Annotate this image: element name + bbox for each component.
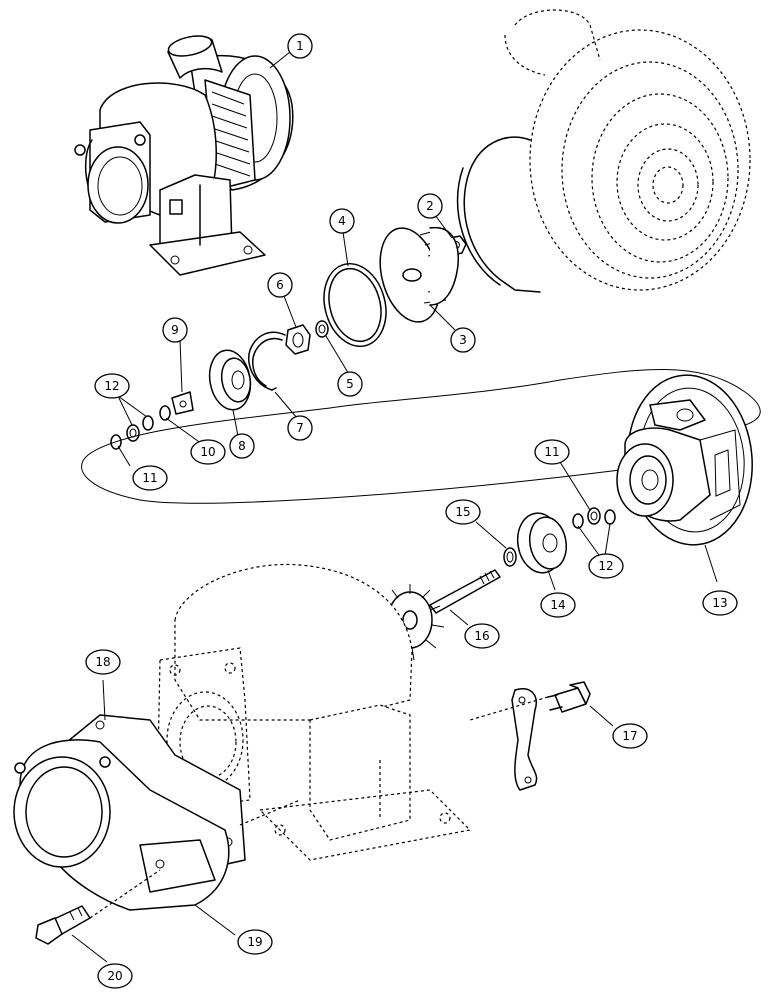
outlet-elbow — [13, 739, 230, 911]
callout-10: 10 — [190, 439, 226, 465]
callout-17: 17 — [612, 723, 648, 749]
svg-text:17: 17 — [622, 729, 637, 743]
svg-text:5: 5 — [346, 377, 354, 391]
assembly-boundary — [81, 368, 761, 504]
callout-13: 13 — [702, 590, 738, 616]
callout-16: 16 — [464, 623, 500, 649]
callout-20: 20 — [97, 963, 133, 989]
turbine-housing-dashed — [157, 563, 472, 861]
callout-6: 6 — [267, 272, 293, 298]
callout-12-right: 12 — [588, 553, 624, 579]
o-ring — [323, 262, 387, 348]
callout-11-left: 11 — [132, 465, 168, 491]
callout-5: 5 — [337, 371, 363, 397]
callout-4: 4 — [329, 208, 355, 234]
washer-5 — [315, 320, 329, 338]
callout-2: 2 — [417, 193, 443, 219]
callout-19: 19 — [237, 929, 273, 955]
callout-3: 3 — [450, 327, 476, 353]
svg-text:11: 11 — [544, 445, 559, 459]
svg-text:3: 3 — [459, 333, 467, 347]
svg-text:8: 8 — [238, 439, 246, 453]
svg-text:13: 13 — [712, 596, 727, 610]
svg-text:10: 10 — [200, 445, 215, 459]
svg-text:15: 15 — [455, 505, 470, 519]
callout-1: 1 — [287, 33, 313, 59]
svg-text:19: 19 — [247, 935, 262, 949]
snap-ring-7 — [248, 331, 286, 391]
callout-8: 8 — [229, 433, 255, 459]
svg-text:16: 16 — [474, 629, 489, 643]
svg-text:4: 4 — [338, 214, 346, 228]
compressor-wheel — [379, 226, 459, 323]
leader-lines — [71, 51, 718, 963]
svg-text:9: 9 — [171, 323, 179, 337]
thrust-sleeve — [285, 324, 311, 355]
small-rings-right — [572, 507, 616, 529]
callout-14: 14 — [540, 592, 576, 618]
callout-12-left: 12 — [94, 373, 130, 399]
callout-9: 9 — [162, 317, 188, 343]
compressor-housing-dashed — [504, 9, 751, 291]
svg-text:12: 12 — [598, 559, 613, 573]
svg-text:14: 14 — [550, 598, 565, 612]
compressor-snap-ring — [456, 136, 541, 293]
bracket — [511, 688, 538, 791]
svg-text:6: 6 — [276, 278, 284, 292]
callout-15: 15 — [445, 499, 481, 525]
callout-11-right: 11 — [534, 439, 570, 465]
callout-18: 18 — [85, 649, 121, 675]
thrust-bearing — [171, 391, 194, 415]
callout-7: 7 — [287, 415, 313, 441]
alignment-lines — [89, 696, 549, 919]
svg-text:18: 18 — [95, 655, 110, 669]
svg-text:11: 11 — [142, 471, 157, 485]
callouts: 1 2 3 4 5 6 7 8 9 10 11 12 11 12 13 14 1… — [85, 33, 738, 989]
svg-text:12: 12 — [104, 379, 119, 393]
svg-text:1: 1 — [296, 39, 304, 53]
center-housing — [616, 374, 753, 546]
seal-plate — [516, 512, 568, 574]
svg-text:20: 20 — [107, 969, 122, 983]
bolt-20 — [35, 905, 91, 945]
seal-ring — [503, 547, 517, 567]
turbocharger-assembly — [74, 35, 294, 276]
thrust-collar — [208, 349, 252, 411]
svg-text:2: 2 — [426, 199, 434, 213]
svg-text:7: 7 — [296, 421, 304, 435]
bolt-17 — [547, 681, 591, 713]
